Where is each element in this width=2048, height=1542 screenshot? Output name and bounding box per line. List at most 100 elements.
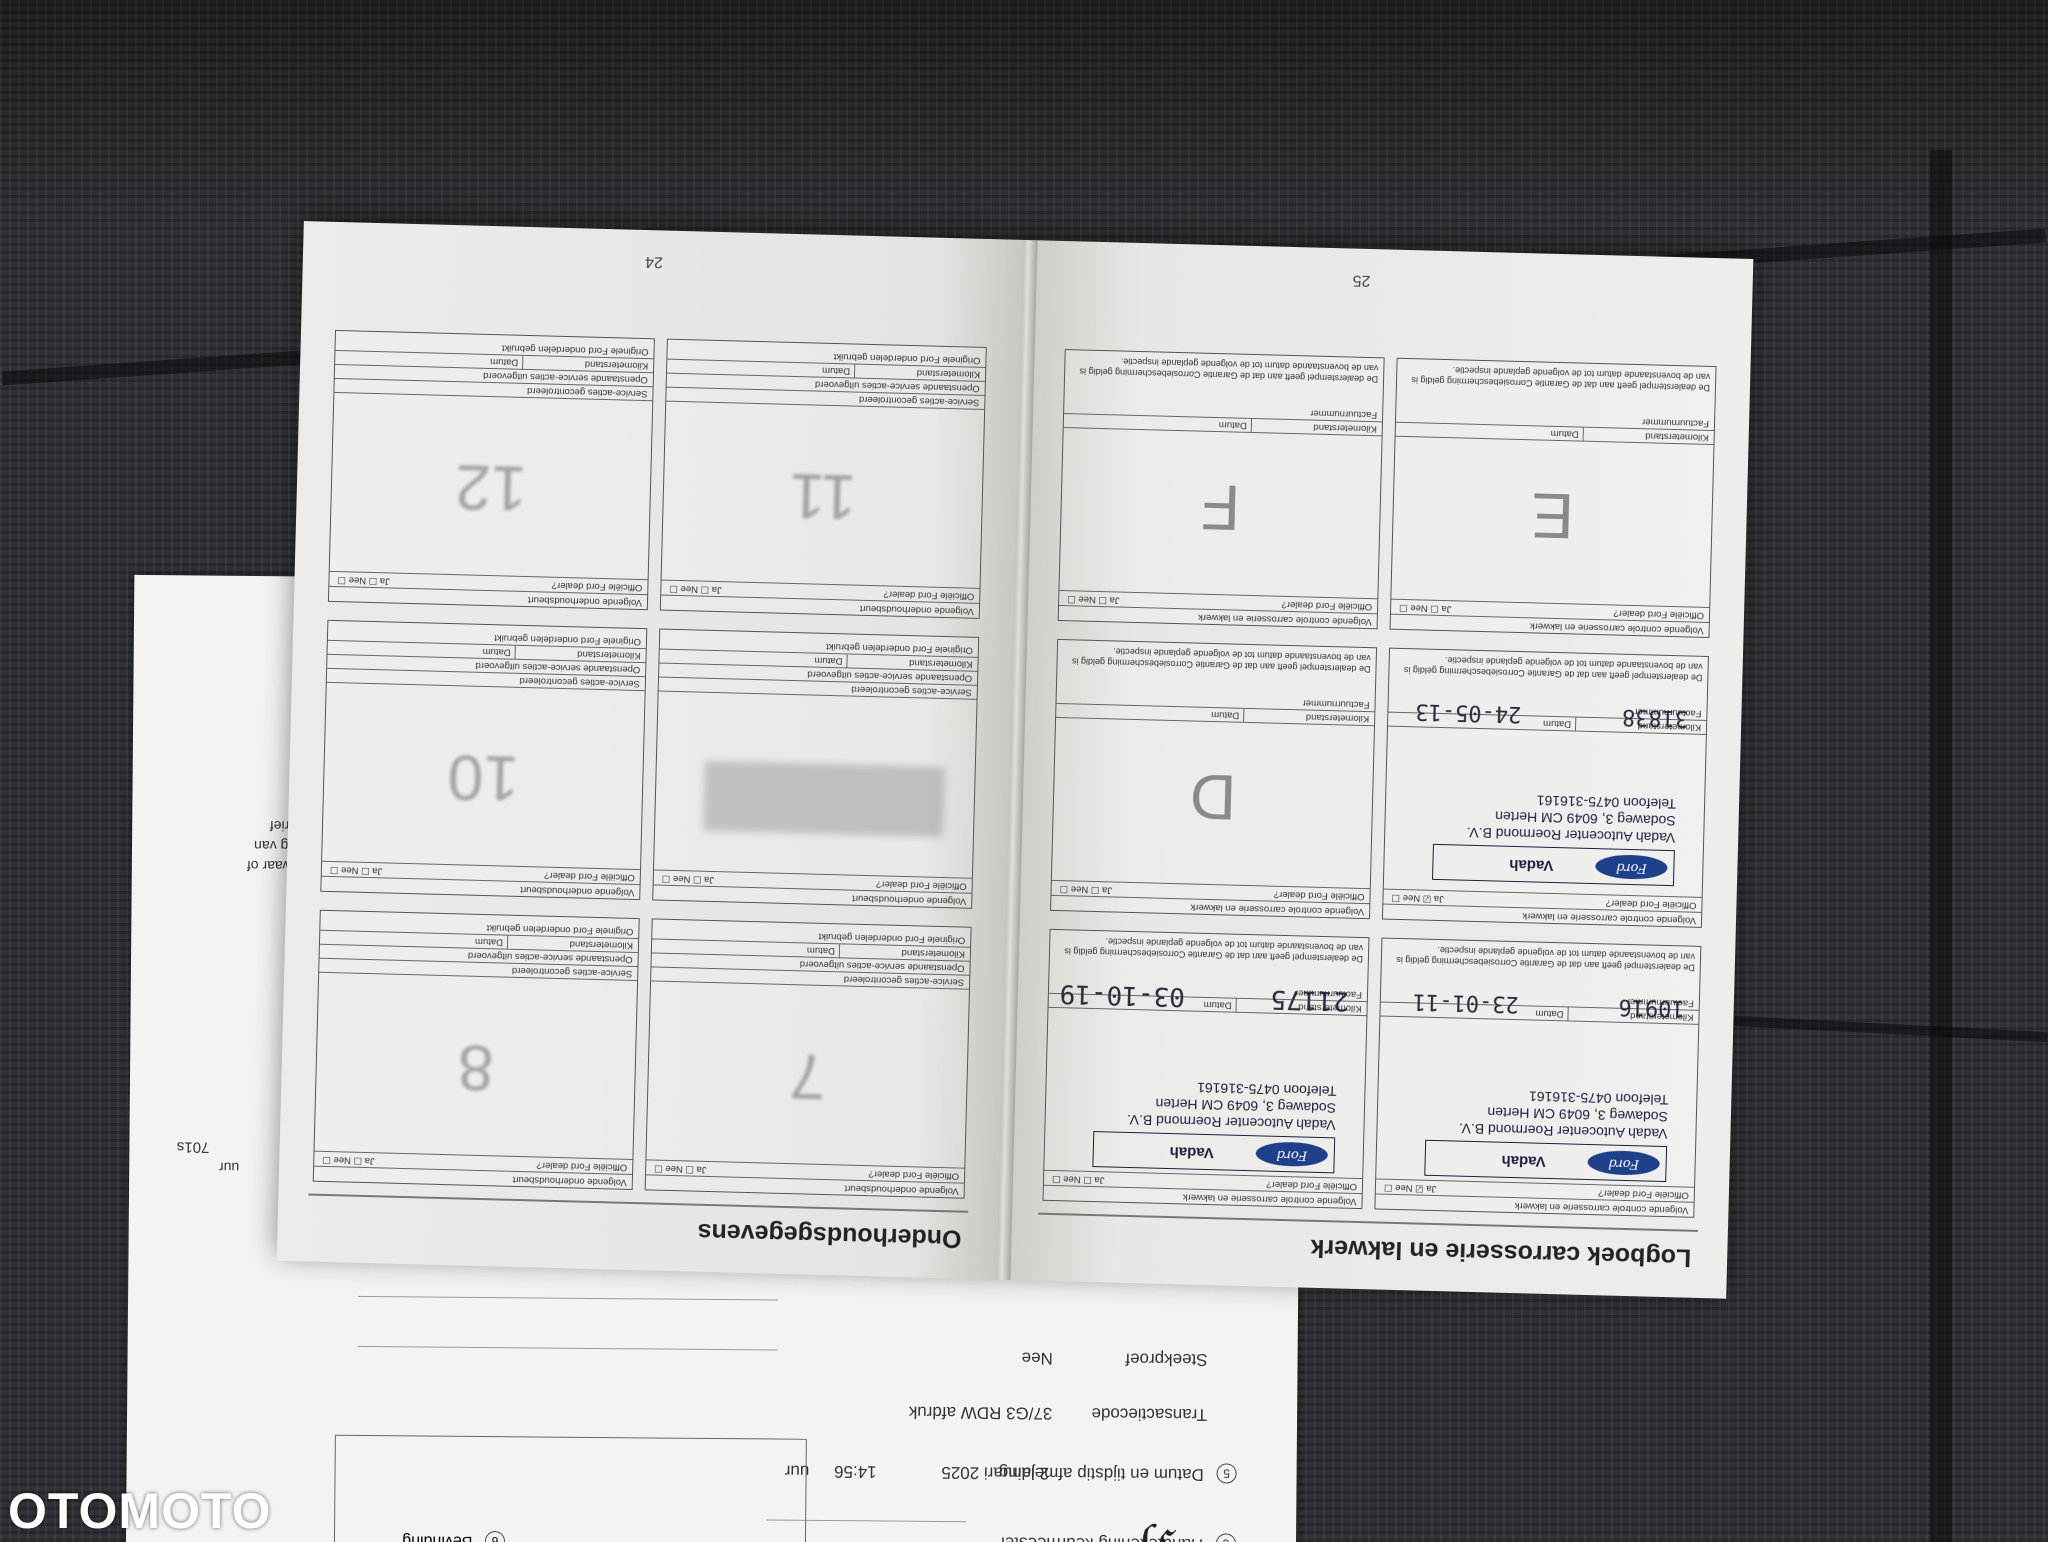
card-fields: Service-acties gecontroleerd Openstaande…	[326, 626, 647, 692]
card-fields: Kilometerstand Datum Factuurnummer	[1056, 689, 1375, 727]
question-text: Officiële Ford dealer?	[1266, 1178, 1358, 1192]
date-cell: Datum	[1218, 418, 1253, 432]
handwritten-km: 31838	[1621, 703, 1689, 731]
question-text: Officiële Ford dealer?	[868, 1168, 960, 1182]
card-footer: De dealerstempel geeft aan dat de Garant…	[1064, 936, 1364, 965]
form-row-date: 5 Datum en tijdstip afmelding 2 januari …	[785, 1460, 1237, 1485]
card-fields: Kilometerstand Datum Factuurnummer	[1063, 400, 1383, 437]
question-text: Officiële Ford dealer?	[1273, 888, 1365, 903]
form-row-num: 5	[1216, 1463, 1237, 1484]
form-value-time: 14:56	[833, 1462, 877, 1482]
handwritten-date: 03-10-19	[1059, 978, 1186, 1012]
blurred-stamp	[703, 760, 945, 838]
stamp-brand: Vadah	[1169, 1143, 1215, 1162]
dealer-stamp: Ford Vadah Vadah Autocenter Roermond B.V…	[1084, 1057, 1337, 1174]
km-label: Kilometerstand	[1305, 711, 1370, 725]
yes-no-checkbox: Ja ☑ Nee ☐	[1383, 1181, 1437, 1195]
date-label: Datum	[1535, 1007, 1564, 1020]
date-label: Datum	[1211, 708, 1240, 721]
otomoto-watermark: OTOMOTO	[8, 1483, 272, 1539]
logbook-card-b: Volgende controle carrosserie en lakwerk…	[1042, 928, 1370, 1210]
date-label: Datum	[490, 355, 519, 368]
stamp-logo-box: Ford Vadah	[1432, 843, 1675, 887]
question-text: Officiële Ford dealer?	[875, 878, 967, 892]
km-label: Kilometerstand	[1645, 430, 1709, 443]
date-label: Datum	[1550, 427, 1579, 440]
form-label: Handtekening keurmeester	[999, 1533, 1203, 1542]
card-fields: Service-acties gecontroleerd Openstaande…	[334, 336, 654, 402]
date-label: Datum	[1218, 419, 1247, 431]
km-label: Kilometerstand	[584, 358, 649, 372]
km-label: Kilometerstand	[569, 938, 634, 951]
divider	[1038, 1212, 1698, 1232]
question-text: Officiële Ford dealer?	[544, 869, 635, 883]
yes-no-checkbox: Ja ☐ Nee ☐	[1059, 883, 1113, 896]
question-text: Officiële Ford dealer?	[1605, 897, 1697, 911]
date-cell: Datum	[1535, 1006, 1569, 1021]
service-card-8: Volgende onderhoudsbeurt Officiële Ford …	[312, 909, 640, 1191]
yes-no-checkbox: Ja ☐ Nee ☐	[322, 1153, 375, 1167]
form-label: Transactiecode	[1091, 1404, 1208, 1425]
logbook-card-f: Volgende controle carrosserie en lakwerk…	[1057, 349, 1385, 630]
logbook-card-d: Volgende controle carrosserie en lakwerk…	[1050, 638, 1378, 920]
handwritten-km: 10916	[1618, 993, 1686, 1021]
ford-service-booklet: Logboek carrosserie en lakwerk Volgende …	[276, 221, 1754, 1299]
page-title: Logboek carrosserie en lakwerk	[1310, 1233, 1692, 1272]
card-fields: Service-acties gecontroleerd Openstaande…	[666, 345, 986, 410]
form-uur-label: uur	[218, 1159, 240, 1176]
card-footer: De dealerstempel geeft aan dat de Garant…	[1403, 655, 1703, 683]
service-card-11: Volgende onderhoudsbeurt Officiële Ford …	[659, 338, 987, 619]
form-value: 2 januari 2025	[941, 1462, 1050, 1483]
date-label: Datum	[474, 935, 504, 948]
card-letter: F	[1200, 470, 1242, 544]
card-letter: E	[1530, 479, 1575, 553]
yes-no-checkbox: Ja ☐ Nee ☐	[669, 582, 722, 596]
stamp-brand: Vadah	[1509, 855, 1554, 874]
form-value: 37/G3 RDW afdruk	[908, 1402, 1053, 1423]
service-card-7: Volgende onderhoudsbeurt Officiële Ford …	[644, 918, 972, 1199]
date-label: Datum	[482, 645, 511, 658]
card-footer: De dealerstempel geeft aan dat de Garant…	[1411, 365, 1711, 393]
handwritten-date: 24-05-13	[1415, 698, 1522, 727]
form-row-num: 6	[484, 1531, 506, 1542]
date-label: Datum	[822, 364, 851, 377]
km-label: Kilometerstand	[901, 946, 966, 960]
ford-logo: Ford	[1255, 1141, 1329, 1168]
km-label: Kilometerstand	[916, 367, 981, 380]
stamp-brand: Vadah	[1501, 1151, 1546, 1170]
card-fields: Service-acties gecontroleerd Openstaande…	[651, 925, 971, 990]
form-row-transaction: Transactiecode 37/G3 RDW afdruk	[909, 1402, 1208, 1425]
date-cell: Datum	[490, 354, 524, 369]
date-cell: Datum	[1203, 997, 1237, 1012]
form-row-sample: Steekproef Nee	[1022, 1348, 1208, 1370]
page-number: 25	[1352, 271, 1371, 290]
yes-no-checkbox: Ja ☐ Nee ☐	[329, 863, 383, 877]
service-card-9: Volgende onderhoudsbeurt Officiële Ford …	[652, 628, 980, 909]
yes-no-checkbox: Ja ☐ Nee ☐	[1067, 593, 1120, 606]
date-cell: Datum	[821, 363, 856, 378]
shadow	[0, 0, 2048, 230]
card-fields: Service-acties gecontroleerd Openstaande…	[658, 635, 979, 700]
dealer-stamp: Ford Vadah Vadah Autocenter Roermond B.V…	[1416, 1066, 1669, 1183]
date-label: Datum	[1203, 998, 1232, 1011]
page-title: Onderhoudsgegevens	[697, 1217, 962, 1253]
question-text: Officiële Ford dealer?	[536, 1159, 628, 1173]
date-cell: Datum	[1542, 716, 1577, 731]
handwritten-date: 23-01-11	[1412, 988, 1520, 1017]
km-label: Kilometerstand	[908, 657, 973, 670]
seat-seam	[1930, 150, 1952, 1542]
stamp-logo-box: Ford Vadah	[1092, 1131, 1336, 1174]
stamp-logo-box: Ford Vadah	[1424, 1139, 1668, 1183]
date-cell: Datum	[814, 653, 848, 668]
question-text: Officiële Ford dealer?	[1613, 607, 1705, 621]
card-number: 8	[457, 1031, 495, 1105]
form-label: Steekproef	[1125, 1349, 1208, 1370]
logbook-card-e: Volgende controle carrosserie en lakwerk…	[1389, 357, 1717, 639]
question-text: Officiële Ford dealer?	[551, 579, 643, 594]
yes-no-checkbox: Ja ☐ Nee ☐	[661, 872, 715, 886]
yes-no-checkbox: Ja ☐ Nee ☐	[337, 574, 391, 587]
ford-logo: Ford	[1595, 854, 1668, 880]
form-corner-number: 701s	[176, 1138, 210, 1156]
logbook-card-c: Volgende controle carrosserie en lakwerk…	[1381, 647, 1709, 928]
ford-logo: Ford	[1587, 1150, 1660, 1176]
